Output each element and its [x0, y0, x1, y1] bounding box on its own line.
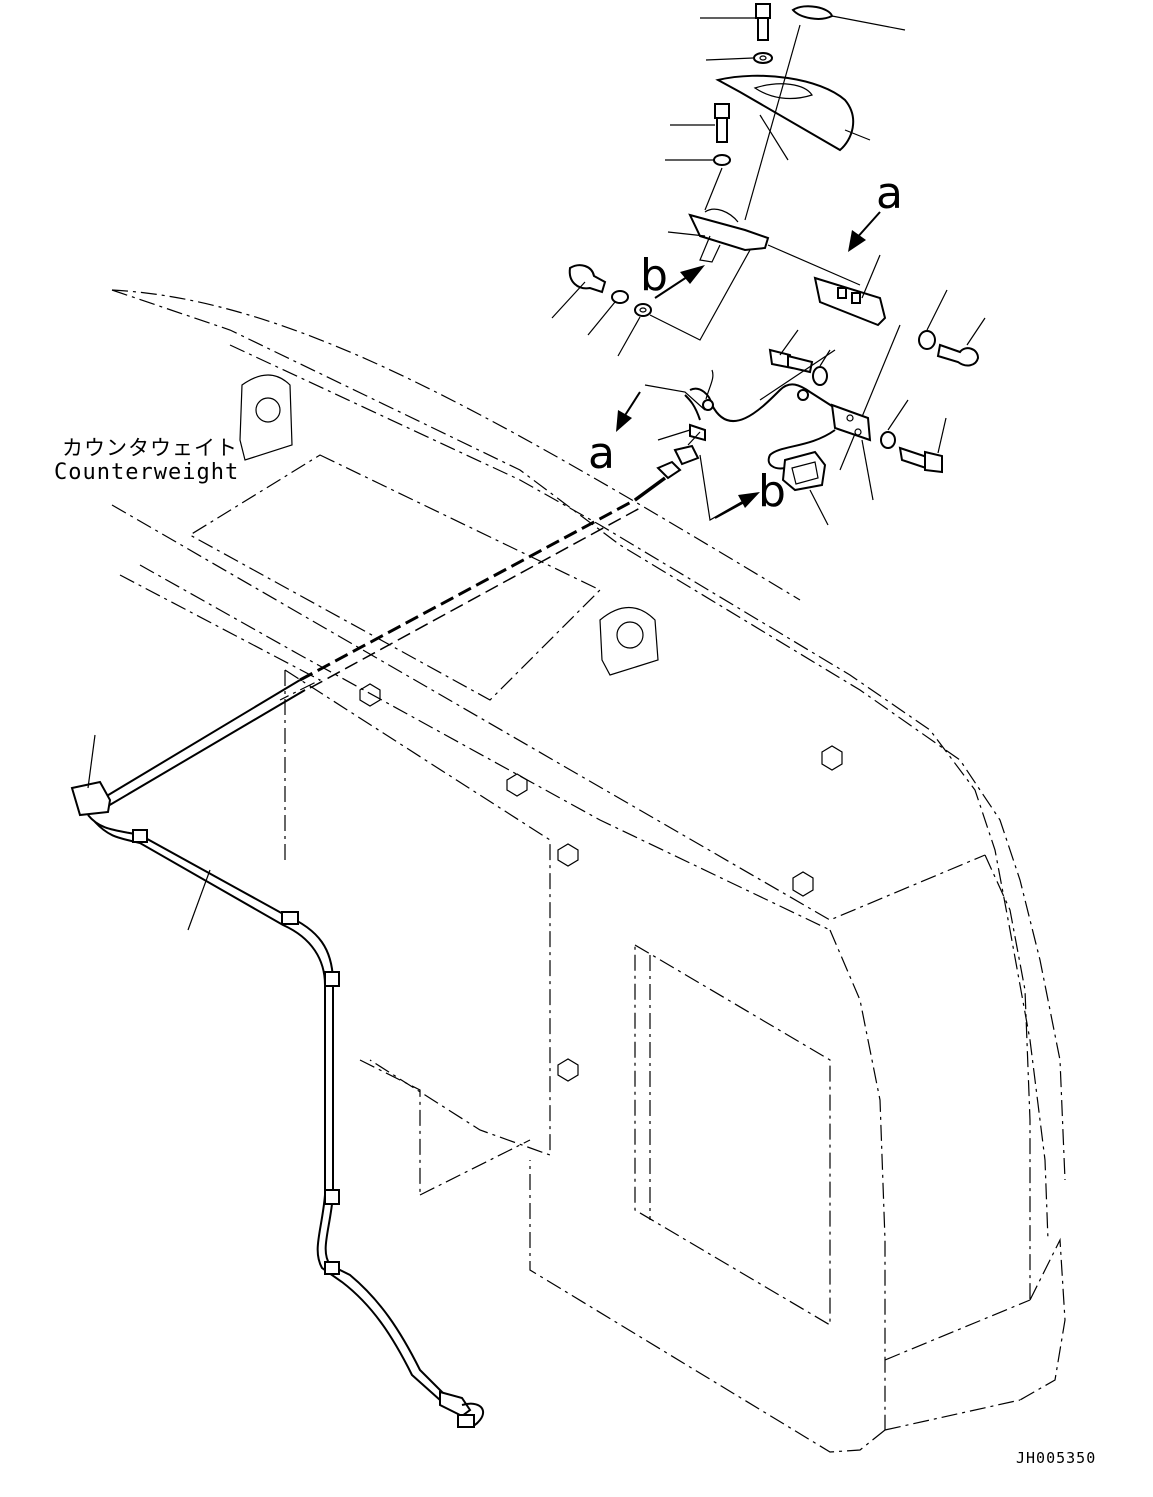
- drawing-number: JH005350: [1016, 1449, 1097, 1467]
- counterweight-label-en: Counterweight: [54, 460, 240, 485]
- lamp-assembly: [551, 3, 986, 526]
- callout-a-mid: a: [588, 428, 615, 479]
- counterweight-label-jp: カウンタウェイト: [62, 436, 238, 460]
- counterweight-body: [111, 289, 1066, 1453]
- callout-b-mid: b: [758, 466, 786, 517]
- wiring-harness: [70, 476, 667, 1428]
- callout-a-top: a: [876, 168, 903, 219]
- callout-b-top: b: [640, 250, 668, 301]
